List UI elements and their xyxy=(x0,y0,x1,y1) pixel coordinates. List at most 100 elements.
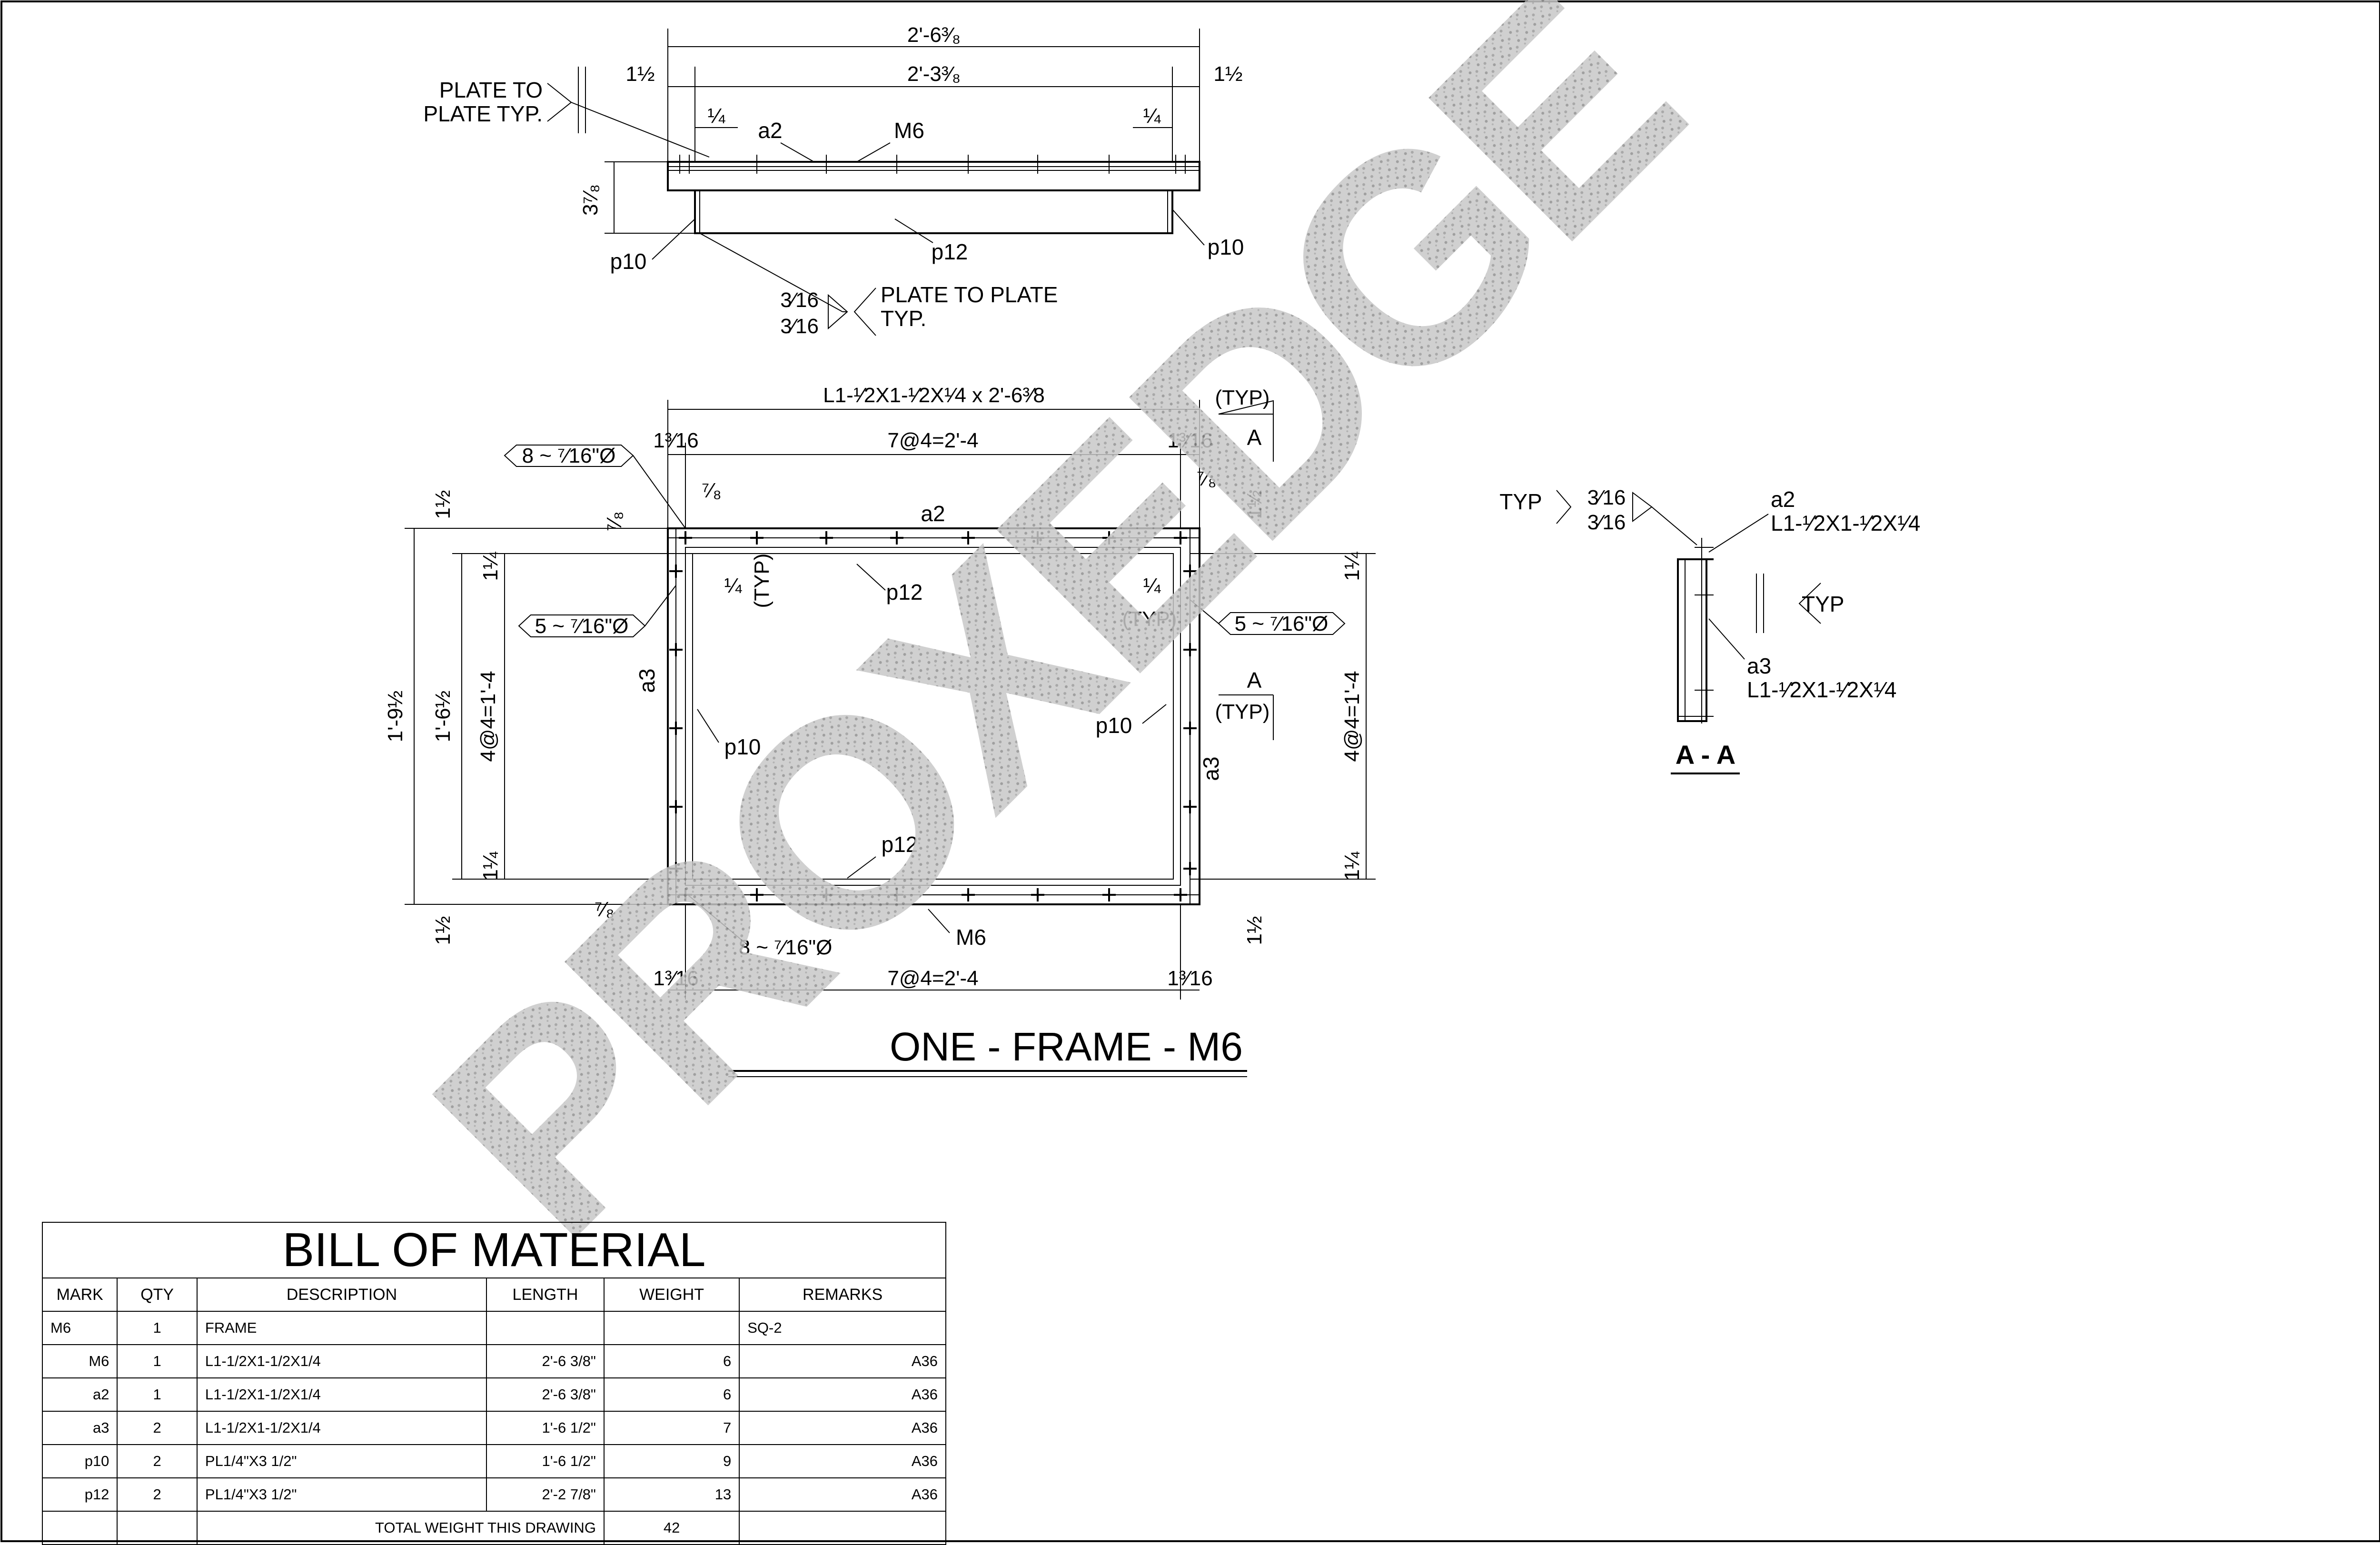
section-marker-typ-top: (TYP) xyxy=(1215,386,1270,409)
bolt-hole-icon xyxy=(890,888,903,901)
drawing-title: ONE - FRAME - M6 xyxy=(890,1024,1243,1069)
bom-cell-weight: 6 xyxy=(603,1344,740,1378)
bom-cell-qty: 2 xyxy=(117,1477,198,1512)
bolt-hole-icon xyxy=(1031,888,1044,901)
bom-cell-length xyxy=(486,1311,605,1345)
section-aa-weld-top: 3⁄16 xyxy=(1587,486,1626,509)
top-label-m6: M6 xyxy=(894,118,924,143)
top-height-dim: 3⁷⁄₈ xyxy=(579,184,602,216)
bom-column-header: DESCRIPTION xyxy=(196,1278,487,1312)
bom-column-header: LENGTH xyxy=(486,1278,605,1312)
section-aa-typ-weld: TYP xyxy=(1499,489,1542,514)
section-aa-a3: a3 xyxy=(1747,654,1771,678)
frame-weld-typ-right: (TYP) xyxy=(1122,607,1177,631)
bolt-hole-icon xyxy=(890,531,903,545)
bom-total-spacer xyxy=(41,1511,118,1545)
frame-label-p10-left: p10 xyxy=(724,734,761,759)
bolt-hole-icon xyxy=(750,531,764,545)
frame-vert-spacing-right: 4@4=1'-4 xyxy=(1340,671,1364,762)
frame-edge-right-top: 1³⁄16 xyxy=(1167,429,1212,452)
bom-cell-weight: 6 xyxy=(603,1377,740,1412)
bom-cell-qty: 2 xyxy=(117,1411,198,1445)
bom-cell-qty: 1 xyxy=(117,1377,198,1412)
bom-total-weight: 42 xyxy=(603,1511,740,1545)
bom-cell-desc: L1-1/2X1-1/2X1/4 xyxy=(196,1377,487,1412)
bom-cell-remarks: A36 xyxy=(739,1477,946,1512)
bolt-hole-icon xyxy=(1174,531,1187,545)
bom-total-spacer xyxy=(739,1511,946,1545)
frame-label-a3-left: a3 xyxy=(635,668,659,693)
bom-cell-qty: 1 xyxy=(117,1344,198,1378)
plate-note-line1: PLATE TO xyxy=(439,78,543,102)
bom-column-header: REMARKS xyxy=(739,1278,946,1312)
bolt-hole-icon xyxy=(1102,531,1116,545)
top-weld-left: ¼ xyxy=(708,104,726,128)
frame-edge-left-bottom: 1³⁄16 xyxy=(653,967,698,990)
frame-right-bottom-half: 1½ xyxy=(1243,916,1266,945)
section-aa-a2-desc: L1-¹⁄2X1-¹⁄2X¹⁄4 xyxy=(1771,511,1921,535)
frame-inner-height: 1'-6½ xyxy=(431,691,455,743)
top-weld-size-bottom: 3⁄16 xyxy=(780,315,819,338)
frame-holes-right: 5 ~ ⁷⁄16"Ø xyxy=(1235,612,1329,635)
top-label-a2: a2 xyxy=(758,118,782,143)
top-view: 2'-6³⁄₈ 2'-3³⁄₈ 1½ 1½ ¼ ¼ 3⁷⁄₈ xyxy=(423,23,1244,338)
frame-outline xyxy=(667,527,1200,905)
bom-cell-mark: p12 xyxy=(41,1477,118,1512)
section-marker-bottom: A xyxy=(1247,668,1262,693)
section-aa-weld-bottom: 3⁄16 xyxy=(1587,511,1626,534)
top-weld-right: ¼ xyxy=(1143,104,1161,128)
bom-cell-length: 2'-6 3/8" xyxy=(486,1344,605,1378)
frame-weld-typ-left: (TYP) xyxy=(750,554,774,608)
section-marker-typ-bottom: (TYP) xyxy=(1215,700,1270,723)
frame-edge-left-top: 1³⁄16 xyxy=(653,429,698,452)
bom-total-label: TOTAL WEIGHT THIS DRAWING xyxy=(196,1511,605,1545)
frame-label-a2: a2 xyxy=(921,501,945,526)
bolt-hole-icon xyxy=(1183,643,1197,656)
frame-vert-spacing-left: 4@4=1'-4 xyxy=(476,671,500,762)
top-overall-dim: 2'-6³⁄₈ xyxy=(907,23,961,47)
frame-weld-quarter-right: ¼ xyxy=(1143,574,1161,597)
bolt-hole-icon xyxy=(679,888,692,901)
bolt-hole-icon xyxy=(669,643,683,656)
section-aa-a2: a2 xyxy=(1771,487,1795,512)
top-label-p12: p12 xyxy=(932,239,968,264)
plate-note-line2: PLATE TYP. xyxy=(423,101,543,126)
top-label-p10-left: p10 xyxy=(610,249,647,274)
bom-cell-mark: a3 xyxy=(41,1411,118,1445)
bom-cell-remarks: A36 xyxy=(739,1344,946,1378)
bolt-hole-icon xyxy=(962,888,975,901)
top-bolt-row xyxy=(679,155,1186,174)
frame-seven-eighths-right: ⁷⁄₈ xyxy=(1197,467,1217,490)
frame-seven-eighths-left: ⁷⁄₈ xyxy=(702,479,722,502)
bolt-hole-icon xyxy=(679,531,692,545)
frame-label-p12-bottom: p12 xyxy=(882,832,918,857)
section-aa-typ-2: TYP xyxy=(1802,592,1844,616)
bom-cell-weight: 7 xyxy=(603,1411,740,1445)
bom-cell-desc: L1-1/2X1-1/2X1/4 xyxy=(196,1411,487,1445)
section-aa-title: A - A xyxy=(1676,740,1736,770)
bom-cell-length: 1'-6 1/2" xyxy=(486,1444,605,1478)
weld-note-line1: PLATE TO PLATE xyxy=(881,282,1058,307)
frame-label-a3-right: a3 xyxy=(1199,756,1223,781)
bolt-hole-icon xyxy=(669,565,683,578)
frame-weld-quarter-left: ¼ xyxy=(724,574,743,597)
frame-left-bottom-quarter: 1¼ xyxy=(479,851,502,881)
top-weld-size-top: 3⁄16 xyxy=(780,288,819,312)
bom-cell-mark: a2 xyxy=(41,1377,118,1412)
bom-cell-desc: PL1/4"X3 1/2" xyxy=(196,1444,487,1478)
frame-view: L1-¹⁄2X1-¹⁄2X¹⁄4 x 2'-6³⁄8 7@4=2'-4 1³⁄1… xyxy=(384,384,1376,1077)
bom-title: BILL OF MATERIAL xyxy=(42,1222,946,1278)
bom-cell-remarks: A36 xyxy=(739,1411,946,1445)
bolt-hole-icon xyxy=(1102,888,1116,901)
bom-cell-mark: M6 xyxy=(41,1311,118,1345)
bom-cell-weight: 9 xyxy=(603,1444,740,1478)
bom-cell-qty: 1 xyxy=(117,1311,198,1345)
bom-cell-remarks: A36 xyxy=(739,1377,946,1412)
frame-member-callout: L1-¹⁄2X1-¹⁄2X¹⁄4 x 2'-6³⁄8 xyxy=(823,384,1045,407)
